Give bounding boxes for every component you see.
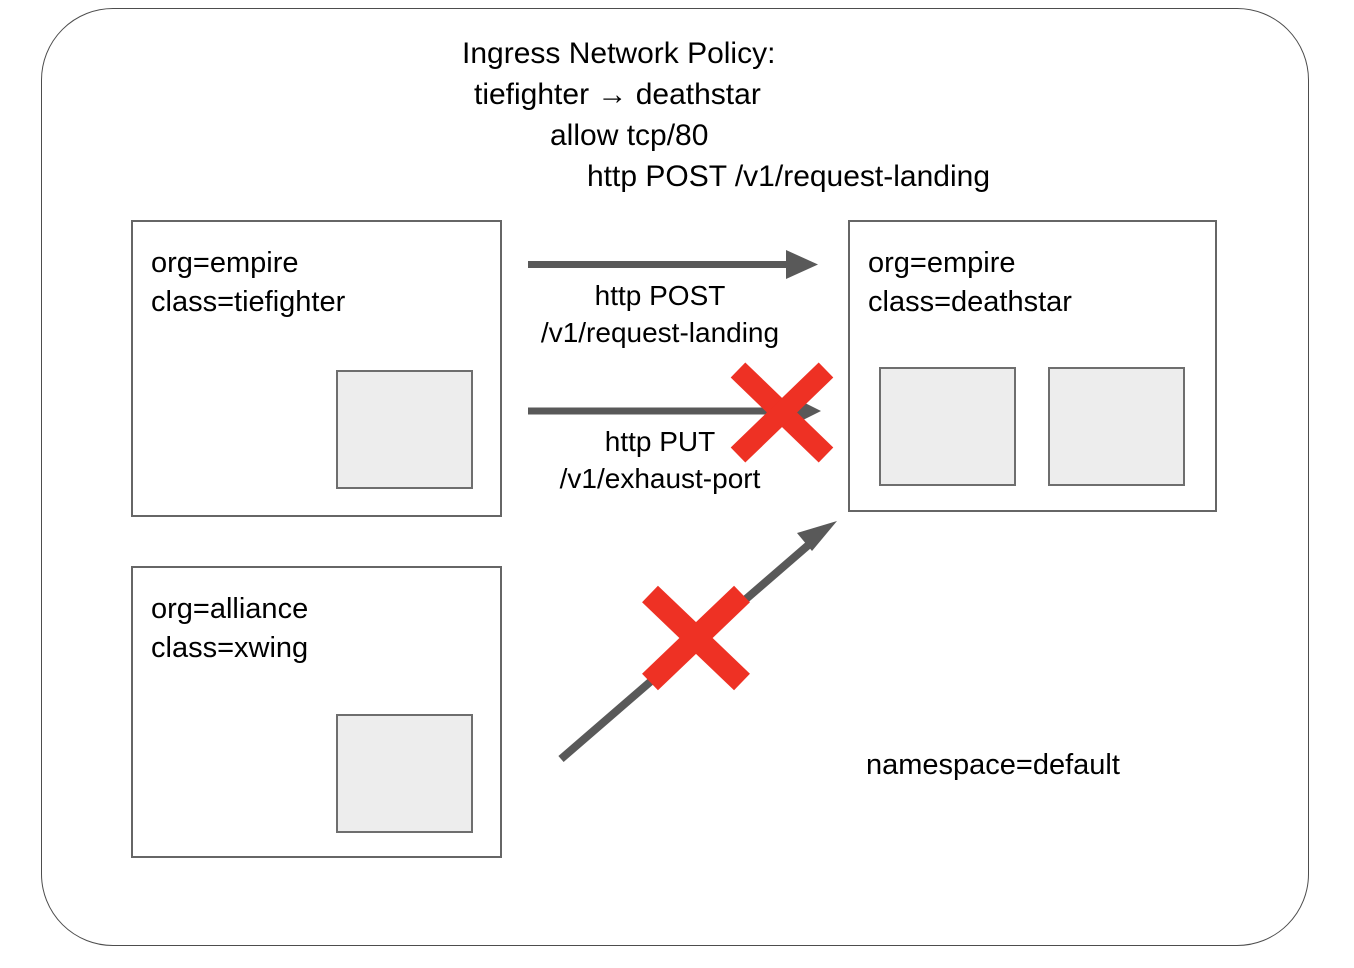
flow-label-line-1: http PUT	[604, 426, 716, 457]
pod-square	[336, 714, 473, 833]
policy-title-line-4: http POST /v1/request-landing	[587, 160, 991, 193]
endpoint-label-class: class=tiefighter	[151, 286, 346, 318]
policy-title-line-3: allow tcp/80	[550, 119, 709, 152]
policy-title-line-2: tiefighter → deathstar	[474, 78, 761, 111]
flow-label-line-1: http POST	[594, 280, 726, 311]
endpoint-label-org: org=alliance	[151, 593, 309, 625]
endpoint-box-xwing: org=alliance class=xwing	[131, 566, 502, 858]
endpoint-label-org: org=empire	[868, 247, 1016, 279]
endpoint-label-class: class=deathstar	[868, 286, 1072, 318]
namespace-boundary	[41, 8, 1309, 946]
flow-label-put-exhaust-port: http PUT /v1/exhaust-port	[500, 423, 820, 497]
policy-title-line-1: Ingress Network Policy:	[462, 37, 776, 70]
pod-square	[336, 370, 473, 489]
endpoint-labels-tiefighter: org=empire class=tiefighter	[151, 244, 345, 322]
namespace-label: namespace=default	[866, 749, 1120, 781]
endpoint-box-deathstar: org=empire class=deathstar	[848, 220, 1217, 512]
endpoint-labels-deathstar: org=empire class=deathstar	[868, 244, 1072, 322]
endpoint-box-tiefighter: org=empire class=tiefighter	[131, 220, 502, 517]
flow-label-line-2: /v1/exhaust-port	[559, 463, 761, 494]
endpoint-label-class: class=xwing	[151, 632, 309, 664]
pod-square	[1048, 367, 1185, 486]
policy-title: Ingress Network Policy: tiefighter → dea…	[462, 33, 1222, 197]
pod-square	[879, 367, 1016, 486]
endpoint-labels-xwing: org=alliance class=xwing	[151, 590, 308, 668]
flow-label-post-request-landing: http POST /v1/request-landing	[500, 277, 820, 351]
endpoint-label-org: org=empire	[151, 247, 299, 279]
flow-label-line-2: /v1/request-landing	[540, 317, 780, 348]
